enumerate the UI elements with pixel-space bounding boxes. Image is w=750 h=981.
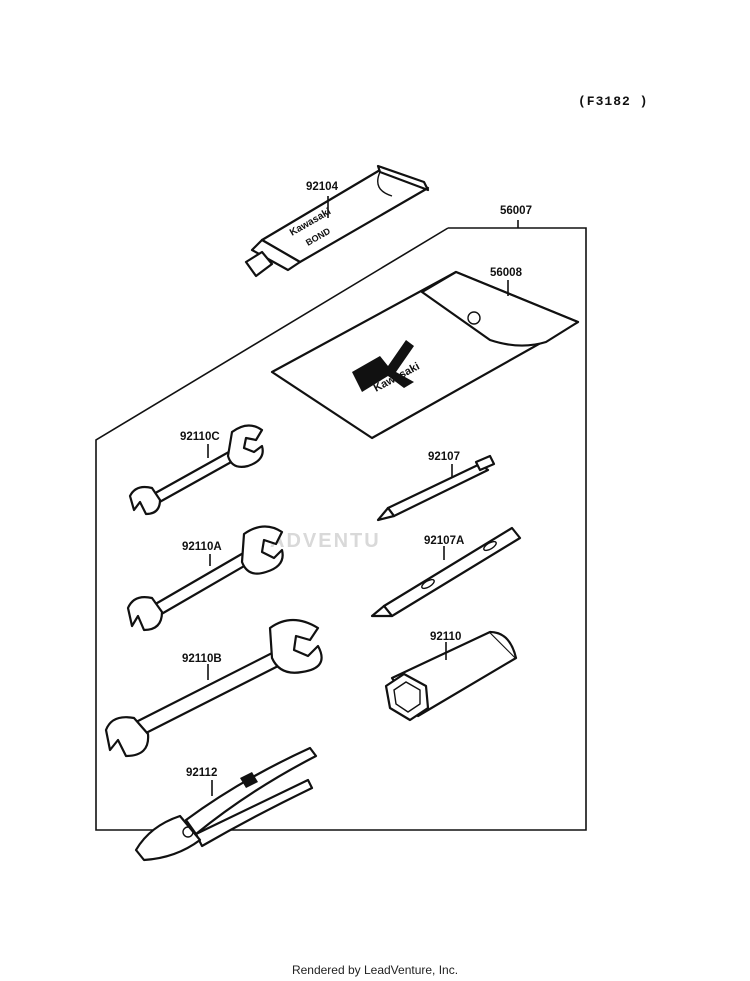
leader-lines [207,196,519,796]
wrench-large[interactable] [104,618,323,758]
label-92107A: 92107A [424,535,464,547]
label-92112: 92112 [186,767,217,779]
label-92110: 92110 [430,631,461,643]
tool-bag[interactable]: Kawasaki [270,270,580,440]
wrench-medium[interactable] [126,525,284,632]
label-92107: 92107 [428,451,460,463]
label-92110C: 92110C [180,431,220,443]
label-92110A: 92110A [182,541,222,553]
diagram-code: (F3182 ) [578,94,649,109]
label-56007: 56007 [500,205,532,217]
label-92110B: 92110B [182,653,222,665]
spark-plug-socket[interactable] [384,630,518,722]
pliers[interactable] [134,746,318,862]
screwdriver-bit[interactable] [376,454,496,522]
watermark-text: ADVENTU [270,530,381,552]
footer-credit: Rendered by LeadVenture, Inc. [291,963,459,977]
screwdriver-handle[interactable] [370,526,522,618]
label-92104: 92104 [306,181,339,193]
label-56008: 56008 [490,267,523,279]
tool-kit-outline [95,227,587,831]
wrench-small[interactable] [128,424,264,516]
